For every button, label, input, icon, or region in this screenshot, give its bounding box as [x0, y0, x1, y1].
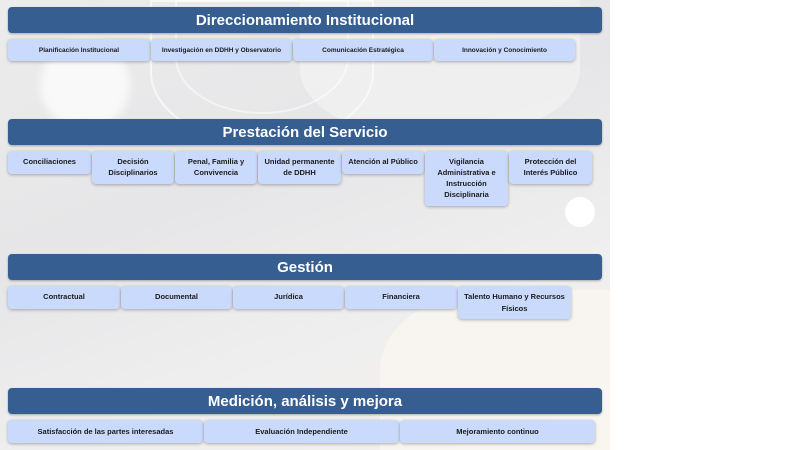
- section-header: Direccionamiento Institucional: [8, 7, 602, 33]
- process-box[interactable]: Protección del Interés Público: [509, 151, 592, 184]
- process-box[interactable]: Contractual: [8, 286, 120, 309]
- section-header: Prestación del Servicio: [8, 119, 602, 145]
- process-box[interactable]: Vigilancia Administrativa e Instrucción …: [425, 151, 508, 206]
- process-box[interactable]: Satisfacción de las partes interesadas: [8, 420, 203, 443]
- process-box[interactable]: Comunicación Estratégica: [293, 39, 433, 61]
- process-box[interactable]: Penal, Familia y Convivencia: [175, 151, 257, 184]
- process-box[interactable]: Evaluación Independiente: [204, 420, 399, 443]
- section-header: Medición, análisis y mejora: [8, 388, 602, 414]
- process-box[interactable]: Unidad permanente de DDHH: [258, 151, 341, 184]
- process-box[interactable]: Conciliaciones: [8, 151, 91, 174]
- process-box[interactable]: Talento Humano y Recursos Físicos: [458, 286, 571, 319]
- process-box[interactable]: Investigación en DDHH y Observatorio: [151, 39, 292, 61]
- process-box[interactable]: Financiera: [345, 286, 457, 309]
- process-box[interactable]: Documental: [121, 286, 232, 309]
- process-box[interactable]: Jurídica: [233, 286, 344, 309]
- process-box[interactable]: Atención al Público: [342, 151, 424, 174]
- process-box[interactable]: Innovación y Conocimiento: [434, 39, 575, 61]
- process-box[interactable]: Mejoramiento continuo: [400, 420, 595, 443]
- section-header: Gestión: [8, 254, 602, 280]
- process-box[interactable]: Decisión Disciplinarios: [92, 151, 174, 184]
- process-box[interactable]: Planificación Institucional: [8, 39, 150, 61]
